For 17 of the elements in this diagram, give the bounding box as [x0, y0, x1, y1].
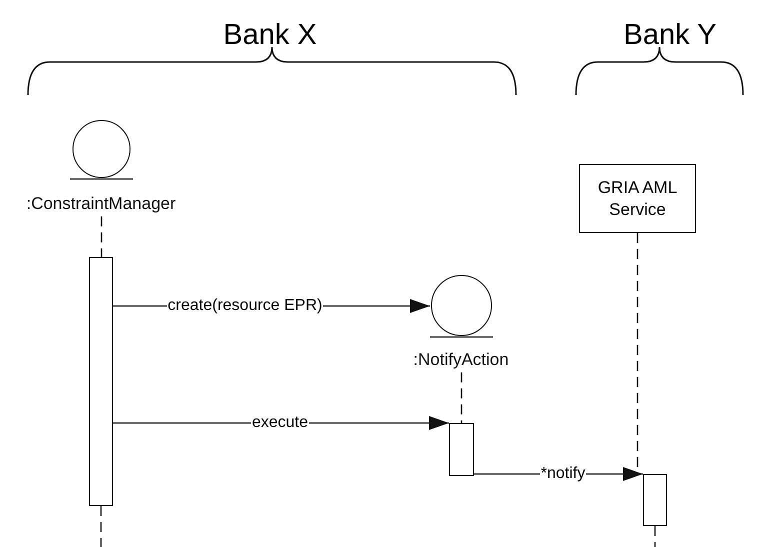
activation-bar [89, 257, 113, 506]
object-name: :NotifyAction [413, 350, 509, 370]
lifeline [460, 372, 462, 423]
lifeline [654, 526, 656, 547]
edge-label: create(resource EPR) [166, 297, 324, 315]
group-label: Bank X [223, 18, 317, 52]
entity-symbol [70, 120, 133, 180]
object-name: :ConstraintManager [26, 194, 176, 214]
lifeline [100, 216, 102, 257]
edge-label: *notify [540, 465, 586, 483]
lifeline [100, 506, 102, 547]
entity-symbol [430, 275, 493, 338]
activation-bar [643, 474, 667, 526]
group-label: Bank Y [624, 18, 716, 52]
object-box [579, 164, 696, 233]
object-name: GRIA AML Service [596, 177, 678, 220]
activation-bar [449, 423, 474, 476]
